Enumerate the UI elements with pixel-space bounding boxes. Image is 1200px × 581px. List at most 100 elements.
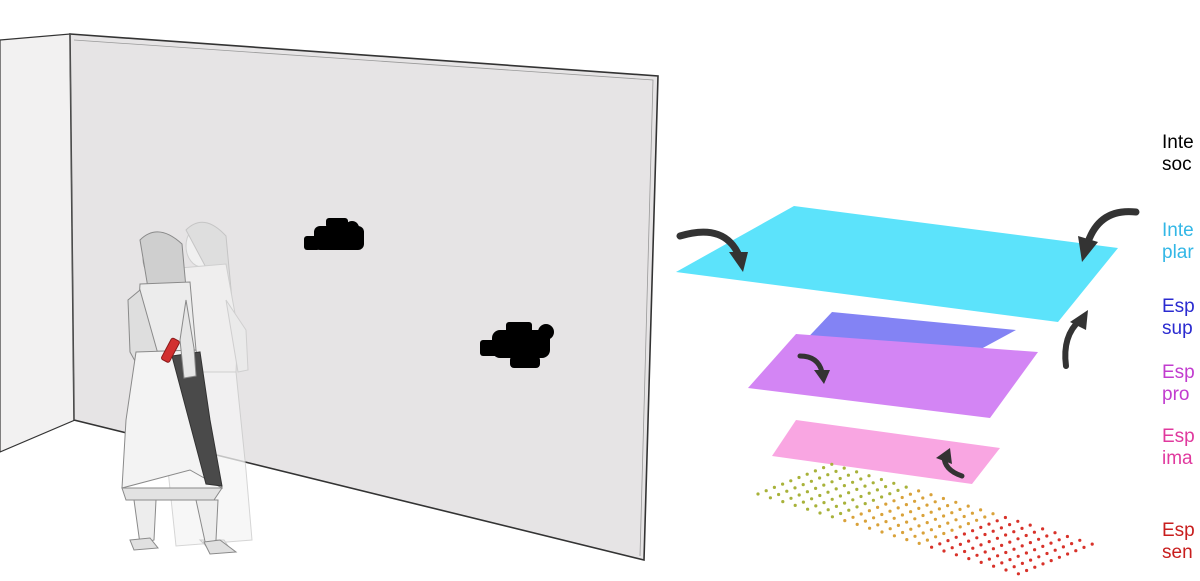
sensor-dot — [913, 499, 917, 503]
sensor-dot — [917, 489, 921, 493]
sensor-dot — [962, 532, 967, 536]
sensor-dot — [830, 480, 834, 484]
sensor-dot — [834, 487, 838, 491]
sensor-dot — [913, 517, 917, 521]
sensor-dot — [1016, 572, 1021, 576]
sensor-dot — [859, 477, 863, 481]
interface-plane — [676, 206, 1118, 322]
sensor-dot — [1045, 534, 1049, 538]
sensor-dot — [843, 501, 847, 505]
sensor-dot — [958, 525, 962, 529]
sensor-dot — [1003, 515, 1008, 520]
sensor-dot — [908, 492, 913, 496]
sensor-dot — [971, 529, 975, 533]
legend-item-interface-plane: Inte plar — [1162, 220, 1194, 264]
sensor-dot — [822, 501, 826, 505]
sensor-dot — [983, 550, 987, 554]
sensor-dot — [1041, 562, 1045, 566]
sensor-dot — [851, 515, 855, 519]
woman-figure-front — [121, 231, 238, 555]
legend-item-sensory-line1: Esp — [1162, 520, 1195, 541]
sensor-dot — [917, 524, 921, 528]
sensor-dot — [996, 554, 1000, 558]
sensor-dot — [958, 542, 963, 547]
sensor-dot — [950, 528, 954, 532]
sensor-dot — [867, 491, 871, 495]
sensor-dot — [1008, 540, 1012, 544]
arrow-down-mid — [797, 353, 830, 384]
sensor-dot — [1004, 550, 1008, 555]
sensor-dot — [810, 497, 814, 501]
sensor-dot — [867, 474, 871, 478]
sensor-dot — [995, 536, 1000, 540]
sensor-dot — [1037, 537, 1041, 541]
sensor-dot — [822, 466, 826, 470]
sensor-dot — [888, 509, 892, 513]
sensor-dot — [806, 507, 810, 511]
sensor-dot — [863, 519, 868, 523]
sensor-dot — [921, 513, 925, 518]
sensor-dot — [892, 481, 896, 485]
sensor-dot — [929, 510, 933, 514]
sensor-dot — [826, 508, 830, 512]
sensor-dot — [921, 531, 925, 535]
sensor-dot — [818, 476, 822, 480]
legend-item-interface-line2: plar — [1162, 242, 1194, 263]
sensor-dot — [1053, 531, 1057, 535]
sensor-dot — [950, 546, 954, 550]
sensor-dot — [1016, 519, 1020, 523]
sensor-dot — [859, 512, 863, 516]
sensor-dot — [987, 540, 991, 544]
sensor-dot — [1000, 561, 1004, 565]
legend-item-proprioceptive-line2: pro — [1162, 384, 1190, 405]
sensor-dot — [830, 462, 834, 466]
sensor-dot — [925, 521, 929, 525]
sensor-dot — [842, 466, 846, 470]
sensor-dot — [826, 473, 830, 477]
legend-item-image: Esp ima — [1162, 426, 1195, 470]
sensor-dot — [1041, 527, 1045, 531]
sensor-dot — [1057, 555, 1061, 559]
sensor-dot — [905, 538, 909, 542]
sensor-dot — [818, 511, 822, 515]
sensor-dot — [991, 547, 996, 551]
sensor-dot — [1016, 554, 1020, 558]
sensor-dot — [1020, 544, 1024, 548]
sensor-dot — [801, 500, 806, 504]
sensor-dot — [822, 483, 826, 487]
sensor-dot — [1032, 530, 1036, 534]
sensor-dot — [975, 518, 979, 522]
sensor-dot — [909, 527, 913, 531]
sensor-dot — [813, 469, 818, 473]
sensor-dot — [1000, 543, 1004, 548]
sensor-dot — [879, 477, 884, 482]
sensor-dot — [826, 490, 830, 494]
sensor-dot — [785, 489, 789, 493]
image-plane — [772, 420, 1000, 484]
sensor-dot — [871, 481, 875, 485]
sensor-dot — [876, 523, 880, 527]
sensor-dot — [954, 553, 959, 557]
sensor-dot — [991, 529, 995, 533]
sensor-dot — [1074, 549, 1078, 553]
sensor-dot — [880, 530, 884, 534]
legend-item-sensory: Esp sen — [1162, 520, 1195, 564]
sensor-dot — [884, 502, 888, 506]
sensor-dot — [979, 543, 983, 547]
sensor-dot — [954, 518, 958, 522]
sensor-dot — [1016, 537, 1020, 541]
sensor-dot — [834, 469, 838, 473]
sensor-dot — [1033, 565, 1037, 569]
sensor-dot — [963, 549, 967, 554]
sensor-dot — [933, 517, 938, 521]
sensor-dot — [1028, 523, 1032, 527]
sensor-dot — [937, 507, 942, 511]
sensor-dot — [933, 500, 937, 504]
sensor-dot — [1004, 533, 1008, 537]
sensor-dot — [1008, 558, 1012, 562]
sensor-dot — [1028, 541, 1032, 545]
sensor-dot — [979, 525, 983, 530]
sensor-dot — [987, 522, 991, 526]
sensor-dot — [904, 503, 909, 507]
